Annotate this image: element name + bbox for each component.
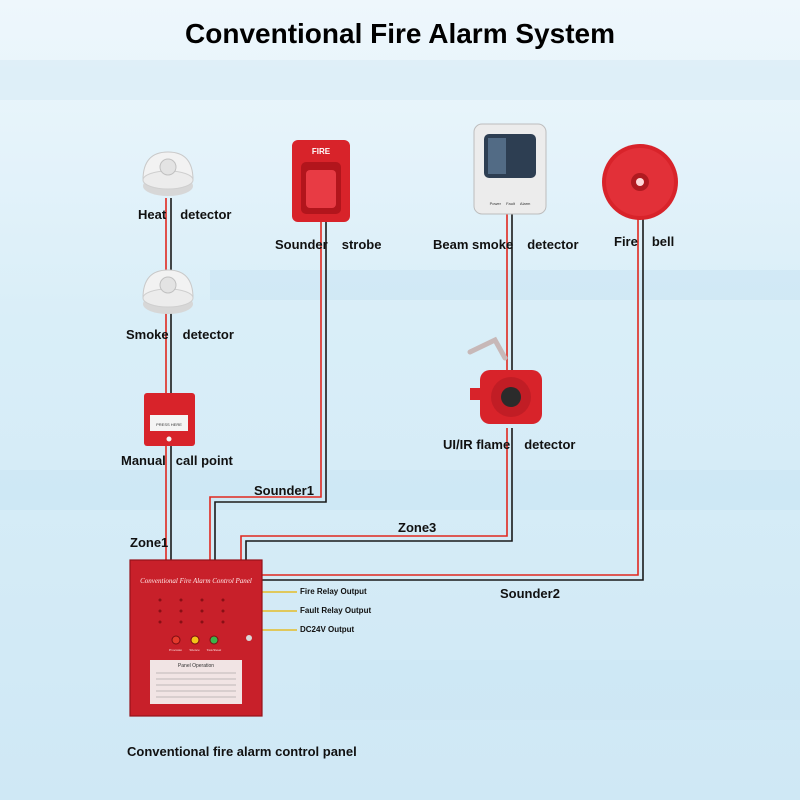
test-reset-button: [209, 635, 219, 645]
sounder-strobe-label: Sounder strobe: [275, 237, 381, 252]
heat-label-part1: Heat: [138, 207, 167, 222]
beam-smoke-detector-icon: Power Fault Alarm: [473, 123, 547, 215]
evacuate-button: [171, 635, 181, 645]
zone3-label: Zone3: [398, 520, 437, 535]
wiring: [165, 198, 644, 631]
sounder-strobe-icon: FIRE: [292, 140, 350, 222]
heat-label-part2: detector: [180, 207, 232, 222]
call-point-text: PRESS HERE: [156, 422, 182, 427]
panel-operation-title: Panel Operation: [178, 663, 214, 669]
panel-leds: [158, 598, 225, 624]
smoke-detector-icon: [142, 269, 194, 314]
control-panel-icon: Conventional Fire Alarm Control Panel Ev…: [129, 559, 263, 717]
smoke-label-part2: detector: [182, 327, 234, 342]
sounder1-wire: [209, 220, 327, 560]
panel-name: Conventional Fire Alarm Control Panel: [140, 577, 252, 585]
panel-caption: Conventional fire alarm control panel: [127, 744, 357, 759]
flame-detector-label: UI/IR flame detector: [443, 437, 575, 452]
manual-call-point-label: Manual call point: [121, 453, 233, 468]
flame-label-part1: UI/IR flame: [443, 437, 511, 452]
zone1-label: Zone1: [130, 535, 169, 550]
sounder-label-part1: Sounder: [275, 237, 328, 252]
smoke-label-part1: Smoke: [126, 327, 169, 342]
bell-label-part1: Fire: [614, 234, 638, 249]
page-title: Conventional Fire Alarm System: [185, 18, 615, 49]
panel-operation-placard: [150, 660, 242, 704]
flame-detector-icon: [467, 336, 542, 424]
sounder1-label: Sounder1: [254, 483, 314, 498]
fire-bell-label: Fire bell: [614, 234, 674, 249]
heat-detector-icon: [142, 151, 194, 196]
bell-label-part2: bell: [651, 234, 675, 249]
key-lock-icon: [246, 635, 252, 641]
fire-relay-output-label: Fire Relay Output: [300, 587, 367, 596]
svg-text:Evacuate Silence T: Evacuate Silence Test/Reset: [169, 648, 221, 652]
sounder-label-part2: strobe: [341, 237, 382, 252]
manual-label-part1: Manual: [121, 453, 166, 468]
silence-label: Silence: [189, 648, 200, 652]
fire-bell-icon: [602, 144, 678, 220]
dc24v-output-label: DC24V Output: [300, 625, 355, 634]
beam-status-alarm: Alarm: [520, 201, 531, 206]
smoke-detector-label: Smoke detector: [126, 327, 234, 342]
beam-smoke-detector-label: Beam smoke detector: [433, 237, 579, 252]
beam-label-part1: Beam smoke: [433, 237, 514, 252]
evacuate-label: Evacuate: [169, 648, 182, 652]
sounder2-label: Sounder2: [500, 586, 560, 601]
beam-to-flame-wire: [506, 212, 513, 370]
test-reset-label: Test/Reset: [207, 648, 222, 652]
placard-lines: [156, 672, 236, 698]
sounder2-wire: [262, 212, 644, 581]
beam-status-power: Power: [490, 201, 502, 206]
strobe-badge: FIRE: [312, 147, 331, 156]
zone3-wire: [240, 428, 513, 560]
silence-button: [190, 635, 200, 645]
manual-label-part2: call point: [175, 453, 233, 468]
beam-status-fault: Fault: [506, 201, 516, 206]
flame-label-part2: detector: [524, 437, 576, 452]
svg-text:Power Fault Alarm: Power Fault Alarm: [490, 201, 531, 206]
fault-relay-output-label: Fault Relay Output: [300, 606, 372, 615]
zone1-wire: [165, 198, 172, 560]
manual-call-point-icon: PRESS HERE: [144, 393, 195, 446]
beam-label-part2: detector: [527, 237, 579, 252]
output-arrows: [262, 591, 297, 631]
background-decoration: [0, 60, 800, 720]
heat-detector-label: Heat detector: [138, 207, 231, 222]
